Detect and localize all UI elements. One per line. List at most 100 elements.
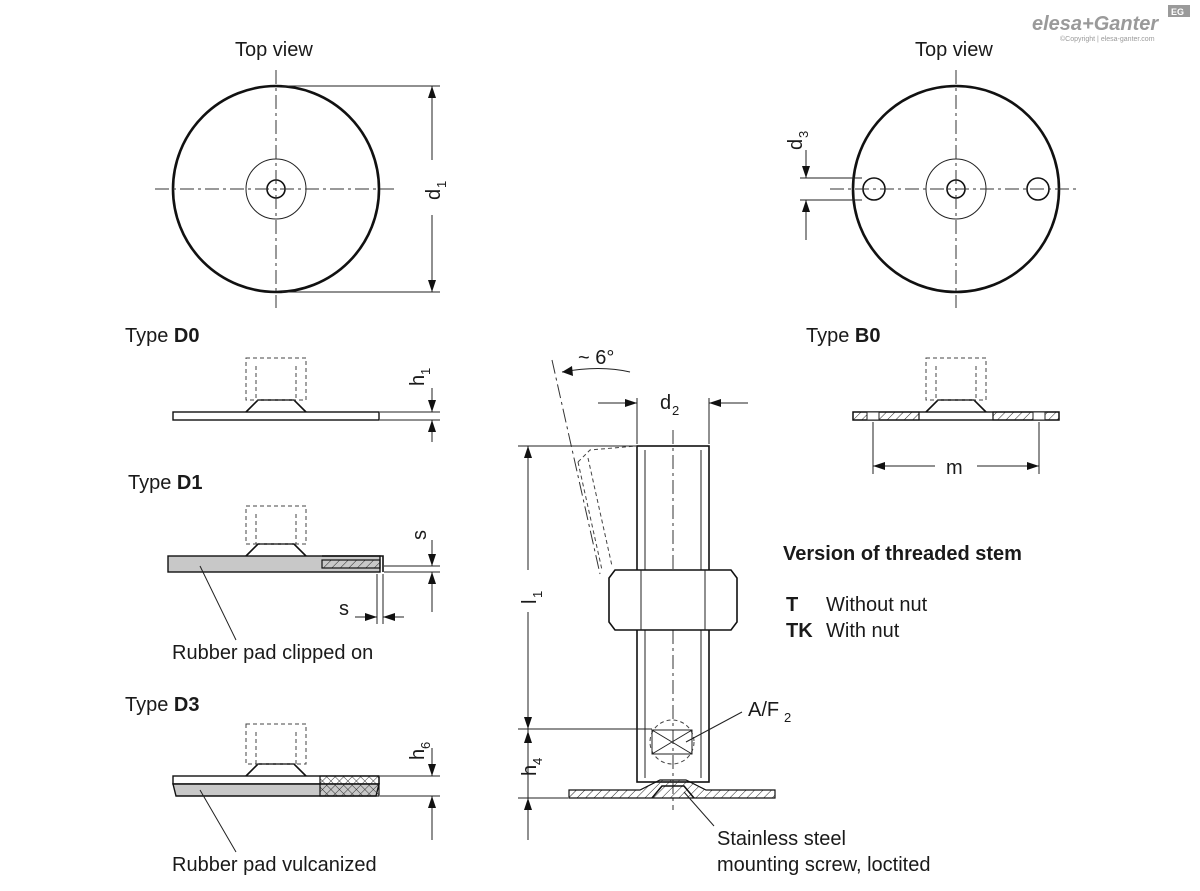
version-tk-code: TK [786, 620, 813, 642]
top-view-left-label: Top view [235, 39, 313, 61]
d2-label: d 2 [660, 392, 679, 418]
b0-section-right [992, 411, 1060, 421]
logo-copyright: ©Copyright | elesa-ganter.com [1060, 35, 1155, 43]
d0-base-plate [172, 411, 380, 421]
h4-arrow-top [524, 731, 532, 743]
d2-arrow-right [709, 399, 721, 407]
version-t-code: T [786, 594, 798, 616]
angle-label: ~ 6° [578, 347, 614, 369]
svg-text:3: 3 [796, 131, 811, 138]
version-title: Version of threaded stem [783, 543, 1022, 565]
d3-vulcanized-section [319, 775, 380, 797]
svg-text:A/F: A/F [748, 699, 779, 721]
d1-plate-edge [322, 555, 384, 572]
b0-fillet [925, 399, 987, 413]
stainless-label-1: Stainless steel [717, 828, 846, 850]
svg-text:d: d [785, 139, 807, 150]
svg-text:h: h [407, 375, 429, 386]
type-b0-section: Type B0 m [806, 325, 1060, 479]
d2-arrow-left [625, 399, 637, 407]
type-d0-section: Type D0 h 1 [125, 325, 440, 442]
top-view-right-label: Top view [915, 39, 993, 61]
h1-label: h 1 [407, 368, 433, 386]
d1-arrow-top [428, 86, 436, 98]
b0-hole-left [866, 411, 880, 421]
type-d3-section: Type D3 h 6 Rubber pad vulcanized [125, 694, 440, 876]
s-h-label: s [339, 598, 349, 620]
d0-fillet [245, 399, 307, 413]
m-arrow-left [873, 462, 885, 470]
svg-text:2: 2 [672, 403, 679, 418]
d3-arrow-bottom [802, 200, 810, 212]
rubber-clipped-leader [199, 565, 237, 641]
h6-arrow-top [428, 764, 436, 776]
svg-text:h: h [407, 749, 429, 760]
af-label: A/F 2 [748, 699, 791, 725]
tilt-phantom-left [577, 461, 603, 571]
d1-label: d 1 [423, 181, 449, 200]
h6-label: h 6 [407, 742, 433, 760]
b0-hole-right [1032, 411, 1046, 421]
hex-socket-diag-2 [651, 729, 693, 755]
stainless-label-2: mounting screw, loctited [717, 854, 930, 876]
s-v-arrow-bottom [428, 572, 436, 584]
s-v-label: s [409, 530, 431, 540]
svg-text:1: 1 [530, 591, 545, 598]
rubber-vulcanized-label: Rubber pad vulcanized [172, 854, 377, 876]
h4-arrow-bottom [524, 798, 532, 810]
stem-base-plate [568, 779, 776, 799]
l1-arrow-top [524, 446, 532, 458]
svg-text:6: 6 [418, 742, 433, 749]
threaded-stem-view: ~ 6° d 2 l 1 A/F 2 [518, 347, 930, 876]
svg-text:l: l [519, 600, 541, 604]
h1-arrow-top [428, 400, 436, 412]
s-h-arrow-left [365, 613, 377, 621]
d0-hidden-boss [245, 357, 307, 401]
svg-text:1: 1 [434, 181, 449, 188]
d1-clip-section [321, 559, 381, 569]
h6-arrow-bottom [428, 796, 436, 808]
svg-text:1: 1 [418, 368, 433, 375]
b0-section-left [852, 411, 920, 421]
stem-base-boss [651, 785, 695, 799]
tilt-phantom-top [577, 445, 637, 463]
type-d0-label: Type D0 [125, 325, 200, 347]
hex-nut [608, 569, 738, 631]
logo-badge-box [1168, 5, 1190, 17]
svg-text:d: d [423, 189, 445, 200]
d3-arrow-top [802, 166, 810, 178]
d3-fillet [245, 763, 307, 777]
brand-logo: elesa+Ganter ©Copyright | elesa-ganter.c… [1032, 5, 1190, 43]
logo-badge-text: EG [1171, 7, 1184, 17]
tilt-phantom-inner [587, 457, 613, 567]
type-d1-section: Type D1 s s Rubber pad clipped on [128, 472, 440, 664]
m-label: m [946, 457, 963, 479]
stainless-leader [683, 791, 715, 827]
d1-hidden-boss [245, 505, 307, 545]
hex-socket-square [651, 729, 693, 755]
d1-arrow-bottom [428, 280, 436, 292]
d1-fillet [245, 543, 307, 557]
svg-text:h: h [519, 765, 541, 776]
top-view-right: Top view d 3 [785, 39, 1078, 308]
version-legend: Version of threaded stem T Without nut T… [783, 543, 1022, 642]
type-d3-label: Type D3 [125, 694, 200, 716]
h1-arrow-bottom [428, 420, 436, 432]
version-tk-desc: With nut [826, 620, 900, 642]
type-d1-label: Type D1 [128, 472, 203, 494]
l1-arrow-bottom [524, 717, 532, 729]
type-b0-label: Type B0 [806, 325, 881, 347]
hex-socket-hidden [649, 719, 695, 765]
rubber-vulcanized-leader [199, 789, 237, 853]
angle-arrow [562, 366, 573, 376]
m-arrow-right [1027, 462, 1039, 470]
d3-label: d 3 [785, 131, 811, 150]
d3-hidden-boss [245, 723, 307, 765]
svg-text:4: 4 [530, 758, 545, 765]
rubber-clipped-label: Rubber pad clipped on [172, 642, 373, 664]
s-v-arrow-top [428, 554, 436, 566]
version-t-desc: Without nut [826, 594, 928, 616]
h4-label: h 4 [519, 758, 545, 776]
tilt-axis-line [551, 359, 601, 575]
